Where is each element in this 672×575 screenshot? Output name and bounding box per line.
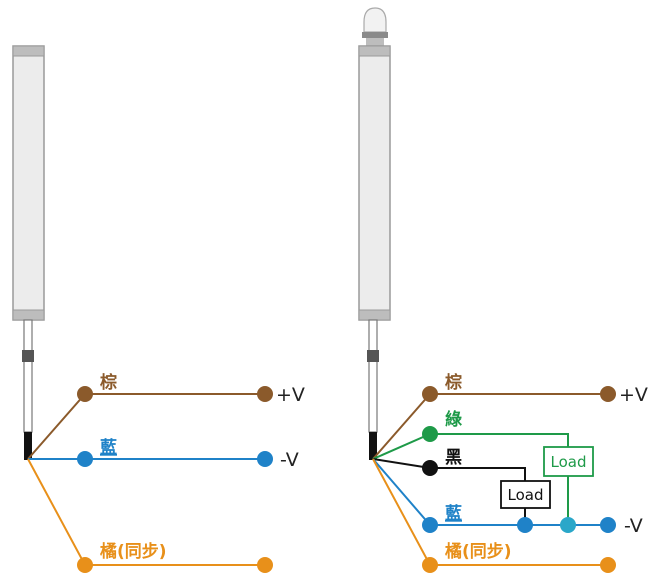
right-lamp-neck xyxy=(366,38,384,46)
right-wire-black xyxy=(372,458,526,481)
right-orange-label: 橘(同步) xyxy=(444,541,512,562)
right-cable-connector xyxy=(367,350,379,362)
left-blue-label: 藍 xyxy=(100,437,117,458)
right-sensor-bottom-cap xyxy=(358,309,391,321)
right-blue-terminal xyxy=(600,517,616,533)
right-black-junction xyxy=(517,517,533,533)
left-brown-terminal xyxy=(257,386,273,402)
right-orange-node xyxy=(422,557,438,573)
black-load-label: Load xyxy=(508,486,544,504)
right-brown-label: 棕 xyxy=(445,372,462,393)
right-sensor-body xyxy=(358,45,391,321)
right-brown-node xyxy=(422,386,438,402)
right-terminals xyxy=(422,386,616,573)
right-minus-v-label: -V xyxy=(624,515,643,537)
green-load-box xyxy=(543,446,594,477)
right-loads: Load Load xyxy=(500,446,594,509)
right-blue-label: 藍 xyxy=(445,503,462,524)
left-sensor-top-cap xyxy=(12,45,45,57)
right-indicator-lamp-icon xyxy=(363,7,387,33)
left-brown-node xyxy=(77,386,93,402)
right-brown-terminal xyxy=(600,386,616,402)
left-minus-v-label: -V xyxy=(280,449,299,471)
left-cable-end xyxy=(24,432,32,460)
right-orange-terminal xyxy=(600,557,616,573)
black-load-box xyxy=(500,480,551,509)
left-sensor-bottom-cap xyxy=(12,309,45,321)
left-wires xyxy=(27,393,265,566)
right-blue-node xyxy=(422,517,438,533)
left-blue-node xyxy=(77,451,93,467)
left-orange-terminal xyxy=(257,557,273,573)
right-wires xyxy=(372,393,608,566)
right-sensor-top-cap xyxy=(358,45,391,57)
left-orange-label: 橘(同步) xyxy=(99,541,167,562)
right-cable-end xyxy=(369,432,377,460)
right-black-label: 黑 xyxy=(445,448,462,468)
right-cable xyxy=(368,319,378,433)
right-green-junction xyxy=(560,517,576,533)
left-sensor xyxy=(12,45,45,460)
green-load-label: Load xyxy=(551,453,587,471)
left-cable xyxy=(23,319,33,433)
right-lamp-base xyxy=(362,32,388,38)
left-wire-brown xyxy=(27,393,265,460)
left-sensor-body xyxy=(12,45,45,321)
left-brown-label: 棕 xyxy=(100,372,117,393)
right-black-node xyxy=(422,460,438,476)
left-cable-connector xyxy=(22,350,34,362)
right-sensor xyxy=(358,7,391,460)
right-plus-v-label: +V xyxy=(619,384,648,406)
left-blue-terminal xyxy=(257,451,273,467)
right-green-label: 綠 xyxy=(445,409,463,430)
right-green-node xyxy=(422,426,438,442)
right-wire-green xyxy=(372,433,569,460)
left-orange-node xyxy=(77,557,93,573)
left-terminals xyxy=(77,386,273,573)
left-plus-v-label: +V xyxy=(276,384,305,406)
